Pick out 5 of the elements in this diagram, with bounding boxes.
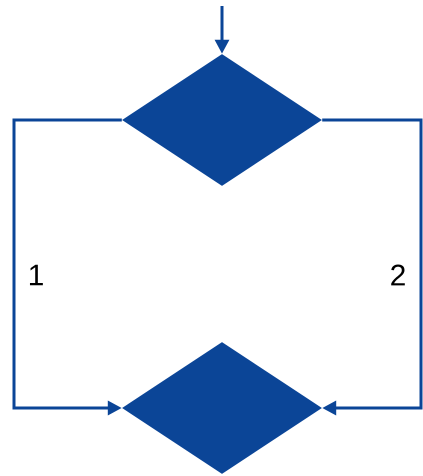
arrow (322, 118, 422, 416)
decision-diamond (122, 54, 322, 186)
decision-diamond (122, 342, 322, 474)
edge-label: 2 (388, 264, 408, 286)
edge-label: 1 (26, 264, 46, 286)
